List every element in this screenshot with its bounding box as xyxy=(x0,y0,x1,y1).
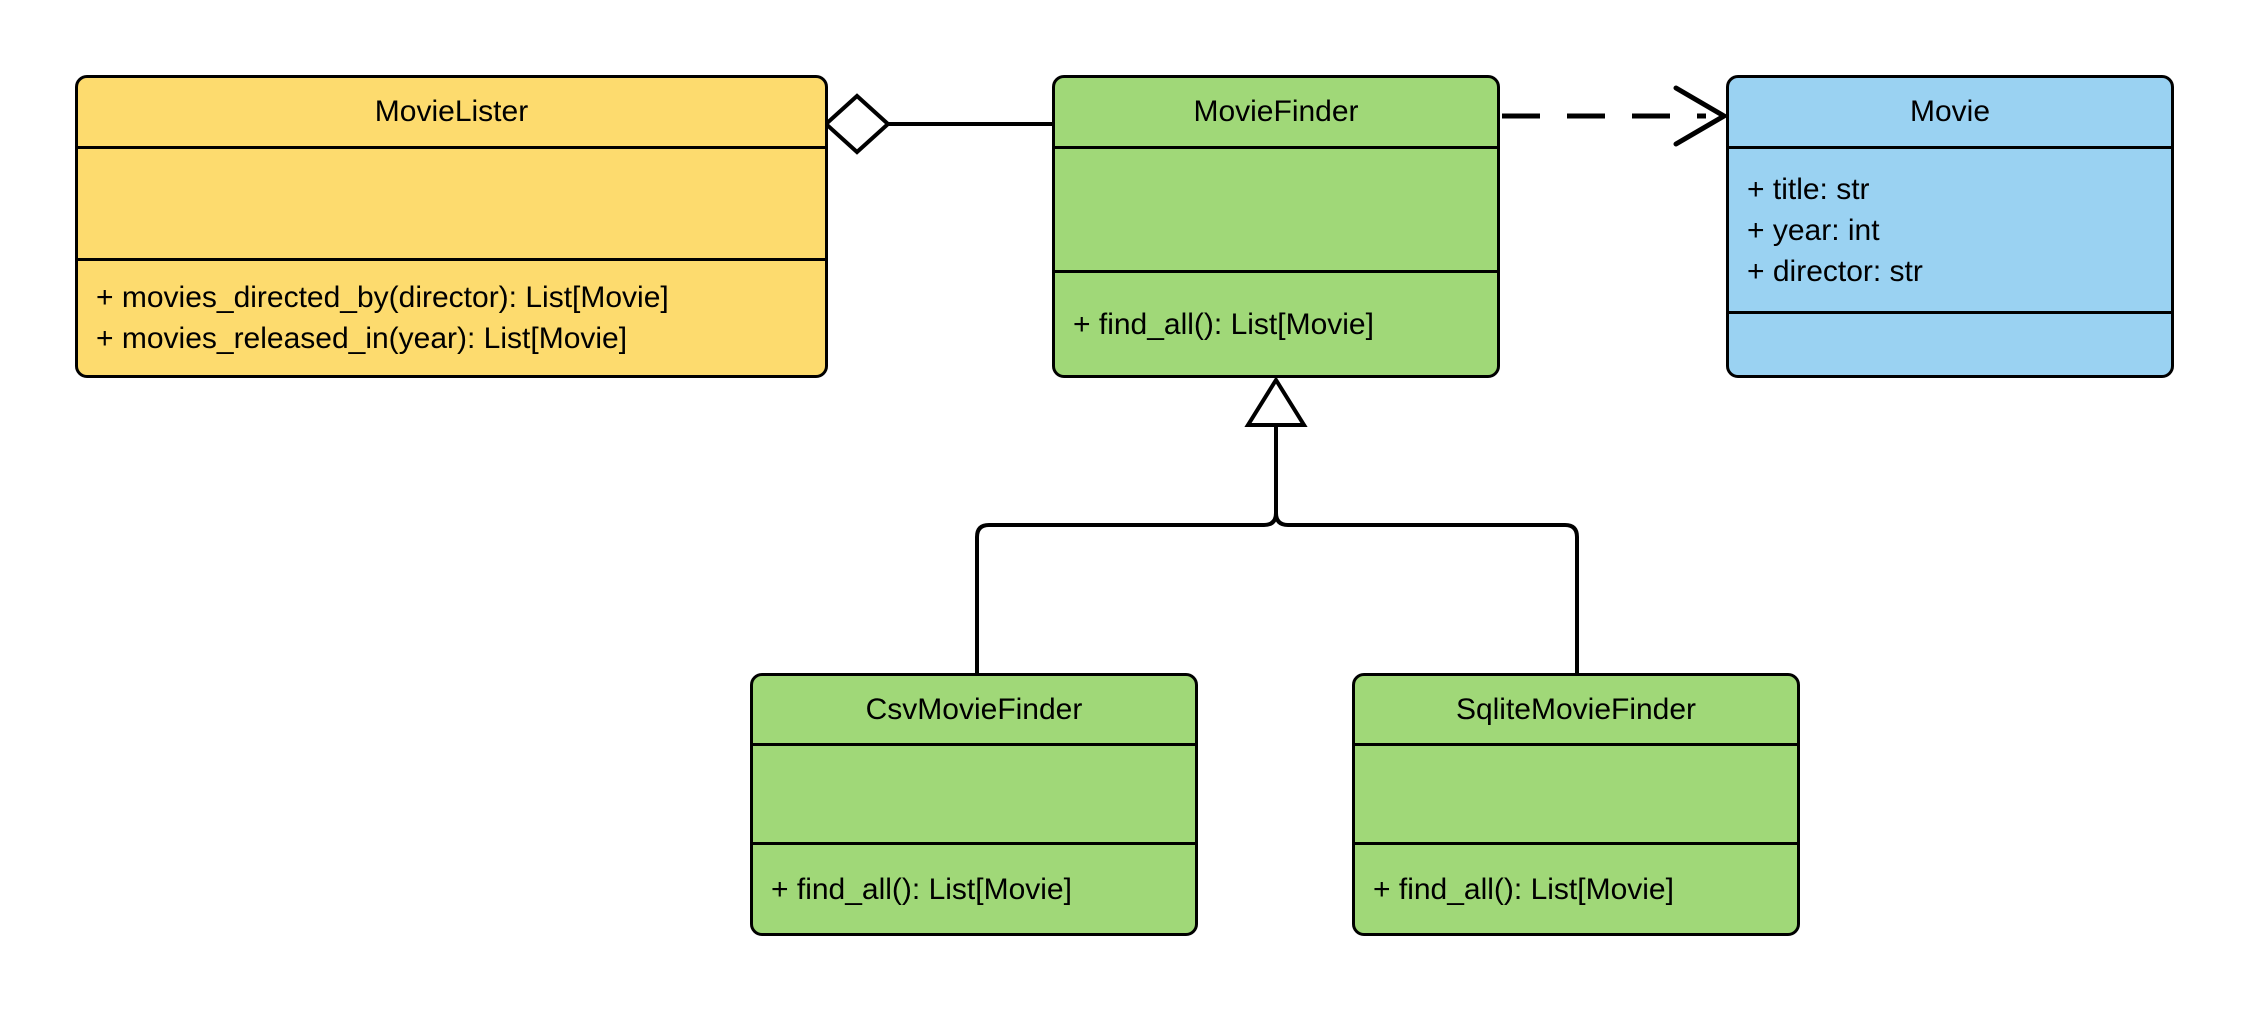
class-attributes xyxy=(78,149,825,261)
attribute: + director: str xyxy=(1747,254,1923,288)
class-movielister: MovieLister + movies_directed_by(directo… xyxy=(75,75,828,378)
class-methods: + movies_directed_by(director): List[Mov… xyxy=(78,261,825,375)
class-title: MovieFinder xyxy=(1055,78,1497,149)
class-methods xyxy=(1729,314,2171,375)
class-title: Movie xyxy=(1729,78,2171,149)
class-title: SqliteMovieFinder xyxy=(1355,676,1797,746)
method: + movies_released_in(year): List[Movie] xyxy=(96,322,628,355)
dependency-connector xyxy=(1502,85,1729,147)
class-moviefinder: MovieFinder + find_all(): List[Movie] xyxy=(1052,75,1500,378)
open-arrowhead-icon xyxy=(1673,85,1729,147)
aggregation-connector xyxy=(823,93,1052,155)
class-sqlitemoviefinder: SqliteMovieFinder + find_all(): List[Mov… xyxy=(1352,673,1800,936)
inheritance-triangle-icon xyxy=(1244,376,1308,427)
method: + find_all(): List[Movie] xyxy=(1373,872,1674,906)
class-csvmoviefinder: CsvMovieFinder + find_all(): List[Movie] xyxy=(750,673,1198,936)
attribute: + year: int xyxy=(1747,213,1880,247)
class-methods: + find_all(): List[Movie] xyxy=(1055,273,1497,375)
attribute: + title: str xyxy=(1747,172,1870,206)
class-movie: Movie + title: str + year: int + directo… xyxy=(1726,75,2174,378)
method: + find_all(): List[Movie] xyxy=(1073,307,1374,341)
method: + movies_directed_by(director): List[Mov… xyxy=(96,281,669,314)
inheritance-connector xyxy=(975,376,1579,673)
aggregation-diamond-icon xyxy=(823,93,891,155)
method: + find_all(): List[Movie] xyxy=(771,872,1072,906)
class-attributes xyxy=(1055,149,1497,273)
class-attributes xyxy=(1355,746,1797,845)
class-methods: + find_all(): List[Movie] xyxy=(1355,845,1797,933)
class-title: MovieLister xyxy=(78,78,825,149)
class-attributes: + title: str + year: int + director: str xyxy=(1729,149,2171,314)
class-attributes xyxy=(753,746,1195,845)
class-methods: + find_all(): List[Movie] xyxy=(753,845,1195,933)
class-title: CsvMovieFinder xyxy=(753,676,1195,746)
